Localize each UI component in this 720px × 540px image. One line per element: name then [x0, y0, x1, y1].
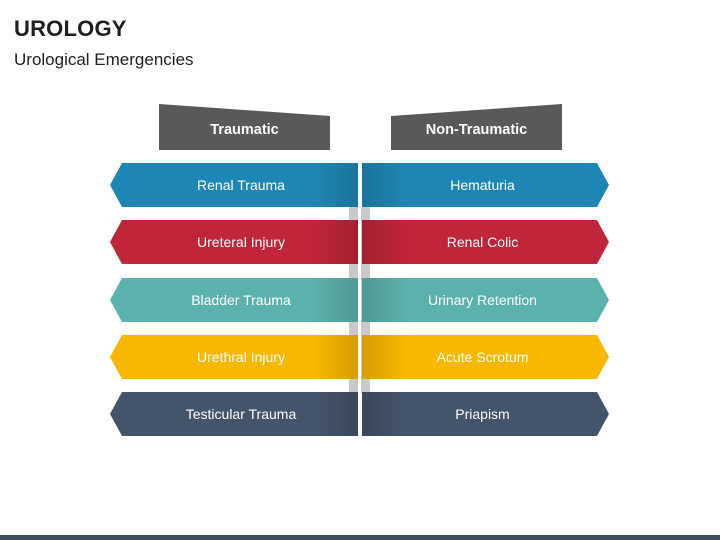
- arrow-right-row-2: Renal Colic: [362, 220, 609, 264]
- arrow-left-label: Urethral Injury: [197, 349, 285, 365]
- arrow-left-label: Testicular Trauma: [185, 406, 297, 422]
- arrow-right-label: Hematuria: [450, 177, 515, 193]
- footer-bar: [0, 535, 720, 540]
- arrow-right-label: Renal Colic: [446, 234, 519, 250]
- arrow-right-row-3: Urinary Retention: [362, 278, 609, 322]
- header-non-traumatic: Non-Traumatic: [391, 104, 562, 150]
- page-title: UROLOGY: [14, 16, 127, 41]
- header-non-traumatic-label: Non-Traumatic: [425, 122, 528, 138]
- arrow-left-label: Bladder Trauma: [191, 292, 291, 308]
- arrow-left-row-3: Bladder Trauma: [110, 278, 358, 322]
- arrow-left-row-2: Ureteral Injury: [110, 220, 358, 264]
- arrow-right-label: Acute Scrotum: [436, 349, 529, 365]
- arrow-right-label: Urinary Retention: [428, 292, 537, 308]
- arrow-left-label: Ureteral Injury: [197, 234, 285, 250]
- arrow-left-row-4: Urethral Injury: [110, 335, 358, 379]
- arrow-right-row-5: Priapism: [362, 392, 609, 436]
- header-traumatic: Traumatic: [159, 104, 330, 150]
- arrow-left-row-1: Renal Trauma: [110, 163, 358, 207]
- page-subtitle: Urological Emergencies: [14, 50, 194, 69]
- header-traumatic-label: Traumatic: [210, 122, 279, 138]
- arrow-right-row-1: Hematuria: [362, 163, 609, 207]
- arrow-right-row-4: Acute Scrotum: [362, 335, 609, 379]
- arrow-right-label: Priapism: [455, 406, 510, 422]
- arrow-left-label: Renal Trauma: [197, 177, 285, 193]
- arrow-left-row-5: Testicular Trauma: [110, 392, 358, 436]
